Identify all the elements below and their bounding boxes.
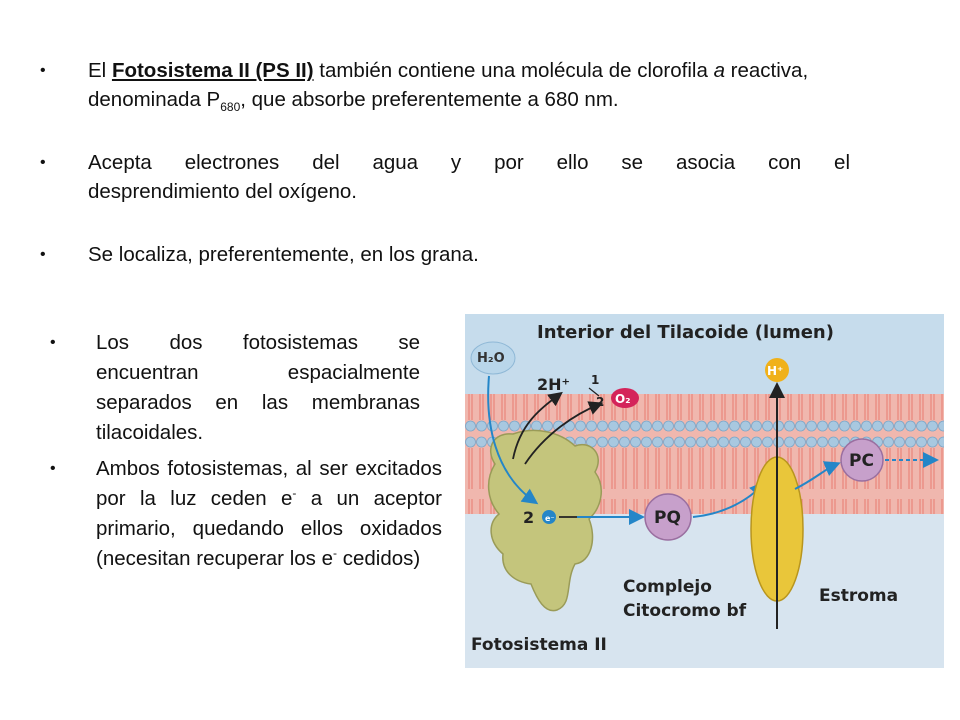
- top-bullet-list: • El Fotosistema II (PS II) también cont…: [40, 56, 850, 269]
- bullet-dot: •: [50, 460, 56, 477]
- half-denominator: 2: [596, 395, 604, 409]
- h-plus-bubble: H⁺: [765, 358, 789, 382]
- ps2-label: Fotosistema II: [471, 635, 607, 655]
- pc-molecule: [840, 438, 884, 482]
- electron-symbol: e⁻: [545, 514, 555, 523]
- oxygen-bubble: O₂: [611, 388, 639, 408]
- complex-label-line2: Citocromo bf: [623, 601, 747, 621]
- thylakoid-diagram-svg: Interior del Tilacoide (lumen) H₂O 2H⁺ 1…: [465, 314, 944, 668]
- water-label: H₂O: [477, 351, 505, 366]
- oxygen-label: O₂: [615, 392, 630, 406]
- pc-label: PC: [849, 451, 874, 471]
- bullet-dot: •: [40, 154, 46, 171]
- proton-release-arrow: [512, 391, 563, 460]
- thylakoid-diagram: Interior del Tilacoide (lumen) H₂O 2H⁺ 1…: [465, 314, 944, 668]
- lumen-title: Interior del Tilacoide (lumen): [537, 322, 834, 343]
- water-cloud: H₂O: [470, 341, 516, 375]
- complex-label-line1: Complejo: [623, 577, 712, 597]
- bullet-location: • Se localiza, preferentemente, en los g…: [40, 240, 850, 269]
- bullet-excited-photosystems: • Ambos fotosistemas, al ser excitados p…: [50, 454, 442, 574]
- pq-label: PQ: [654, 508, 681, 528]
- left-bullet-list: • Los dos fotosistemas se encuentran esp…: [50, 328, 442, 574]
- stroma-label: Estroma: [819, 586, 898, 606]
- pq-molecule: [644, 493, 692, 541]
- cytochrome-to-pc-arrow: [794, 461, 841, 490]
- h-plus-label: H⁺: [767, 364, 783, 378]
- bullet-dot: •: [40, 246, 46, 263]
- lumen-region: [465, 314, 944, 394]
- bullet-dot: •: [40, 62, 46, 79]
- water-electron-arrow: [487, 375, 539, 505]
- bullet-separated-photosystems: • Los dos fotosistemas se encuentran esp…: [50, 328, 420, 448]
- ps2-term: Fotosistema II (PS II): [111, 59, 314, 82]
- bullet-ps2-description: • El Fotosistema II (PS II) también cont…: [40, 56, 850, 114]
- protons-label: 2H⁺: [537, 375, 570, 394]
- electron-count: 2: [523, 508, 534, 527]
- bullet-dot: •: [50, 334, 56, 351]
- oxygen-release-arrow: [524, 401, 604, 465]
- half-numerator: 1: [591, 373, 599, 387]
- bullet-accepts-electrons: • Acepta electrones del agua y por ello …: [40, 148, 850, 206]
- electron-icon: [542, 510, 556, 524]
